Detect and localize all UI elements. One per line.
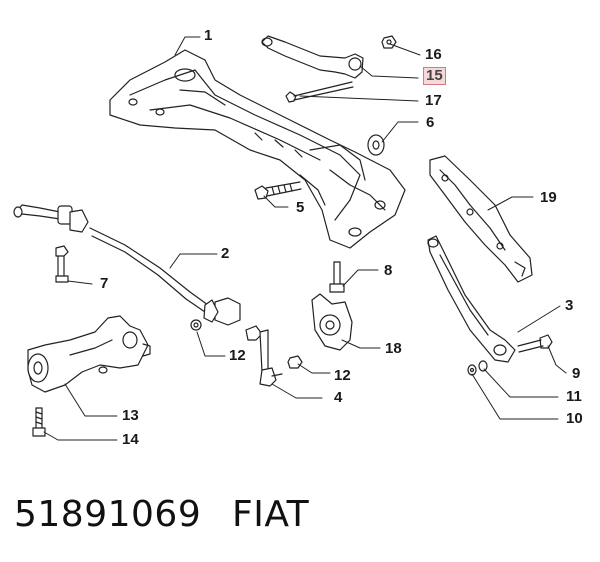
leader-lines (43, 36, 567, 441)
callout-8: 8 (384, 262, 393, 279)
washer-part-11[interactable] (479, 361, 487, 371)
stabilizer-bar-part-2[interactable] (14, 205, 240, 325)
callout-1: 1 (204, 27, 213, 44)
bushing-part-12-left[interactable] (191, 320, 201, 330)
callout-4: 4 (334, 389, 343, 406)
bolt-part-14[interactable] (33, 408, 45, 436)
nut-part-10[interactable] (468, 365, 476, 375)
callout-12-right: 12 (334, 367, 351, 384)
bushing-part-6[interactable] (368, 135, 384, 155)
bolt-part-5[interactable] (255, 182, 301, 199)
stabilizer-link-part-4[interactable] (246, 326, 282, 386)
crossmember-part-1[interactable] (110, 50, 405, 248)
nut-part-12-right[interactable] (288, 356, 302, 368)
callout-12-left: 12 (229, 347, 246, 364)
callout-13: 13 (122, 407, 139, 424)
callout-10: 10 (566, 410, 583, 427)
callout-19: 19 (540, 189, 557, 206)
exploded-parts-diagram (0, 0, 567, 441)
callout-17: 17 (425, 92, 442, 109)
bolt-part-7[interactable] (56, 246, 68, 282)
bracket-part-18[interactable] (312, 294, 352, 350)
callout-9: 9 (572, 365, 581, 382)
callout-6: 6 (426, 114, 435, 131)
callout-11: 11 (566, 388, 582, 405)
shield-part-19[interactable] (430, 156, 532, 282)
bolt-part-17[interactable] (286, 82, 353, 102)
brand-name: FIAT (232, 494, 310, 535)
lower-control-arm-part-3[interactable] (428, 236, 515, 362)
knuckle-part-13[interactable] (28, 316, 150, 392)
bolt-part-8[interactable] (330, 262, 344, 292)
callout-3: 3 (565, 297, 574, 314)
callout-2: 2 (221, 245, 230, 262)
callout-18: 18 (385, 340, 402, 357)
nut-part-16[interactable] (382, 36, 396, 48)
callout-14: 14 (122, 431, 139, 448)
callout-15-highlighted[interactable]: 15 (423, 67, 446, 85)
callout-16: 16 (425, 46, 442, 63)
upper-control-arm-part-15[interactable] (262, 36, 363, 78)
callout-5: 5 (296, 199, 305, 216)
part-number: 51891069 (14, 494, 202, 535)
callout-7: 7 (100, 275, 109, 292)
bolt-part-9[interactable] (518, 335, 552, 352)
